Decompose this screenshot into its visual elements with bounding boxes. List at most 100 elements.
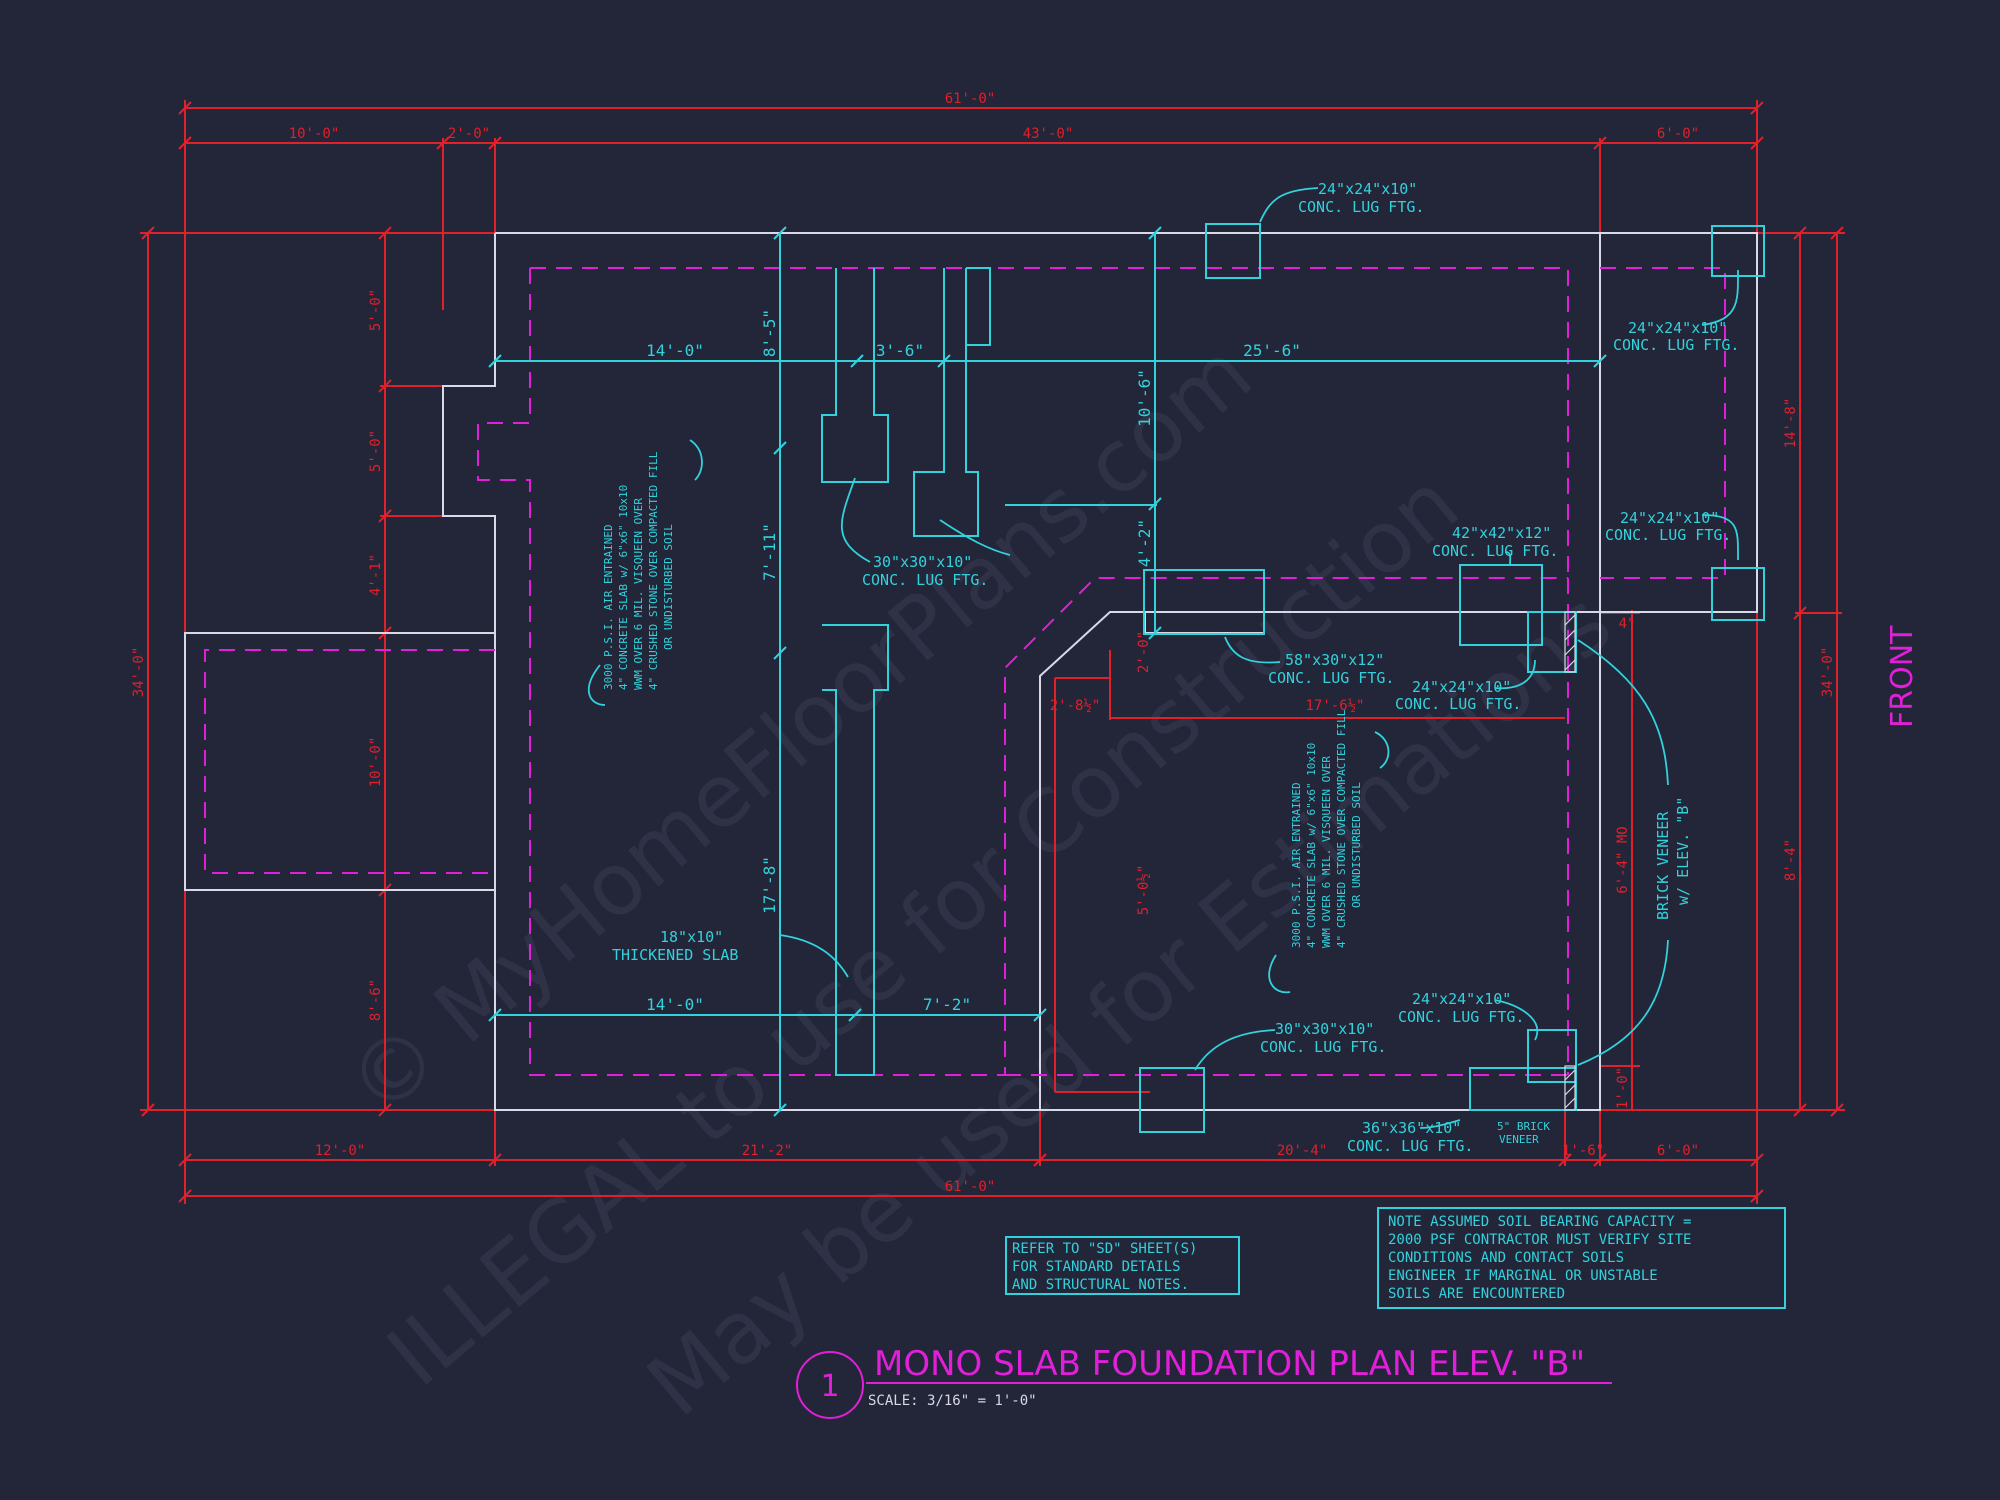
footings [821,223,1765,1133]
dim-overall-top: 61'-0" [945,91,996,107]
dim-top-seg1: 10'-0" [289,126,340,142]
soil-note-line5: SOILS ARE ENCOUNTERED [1388,1286,1565,1302]
detail-number: 1 [820,1369,839,1404]
drawing-scale: SCALE: 3/16" = 1'-0" [868,1393,1037,1409]
dim-inner-2-0: 2'-0" [1136,631,1152,673]
callout-42-line1: 42"x42"x12" [1452,524,1551,542]
dim-bottom-seg2: 21'-2" [742,1143,793,1159]
dimension-ticks [141,101,1844,1203]
brick-veneer-hatch [1564,611,1576,1111]
dim-right-seg3: 6'-4" MO [1615,826,1631,893]
slab-note-right-line3: WWM OVER 6 MIL. VISQUEEN OVER [1320,756,1333,948]
callout-thick-line2: THICKENED SLAB [612,946,738,964]
callout-30-line2: CONC. LUG FTG. [862,571,988,589]
dim-right-seg2: 8'-4" [1783,839,1799,881]
dim-inner-7-11: 7'-11" [760,523,779,581]
callout-58-line1: 58"x30"x12" [1285,651,1384,669]
callout-right-b-line2: CONC. LUG FTG. [1605,526,1731,544]
dim-top-seg4: 6'-0" [1657,126,1699,142]
slab-note-right-line1: 3000 P.S.I. AIR ENTRAINED [1290,782,1303,948]
refer-note-line2: FOR STANDARD DETAILS [1012,1259,1181,1275]
slab-note-left: 3000 P.S.I. AIR ENTRAINED 4" CONCRETE SL… [602,451,675,690]
dim-bottom-seg4: 1'-6" [1562,1143,1604,1159]
soil-note-box: NOTE ASSUMED SOIL BEARING CAPACITY = 200… [1377,1207,1786,1309]
dim-inner-7-2: 7'-2" [923,995,971,1014]
dimension-labels: 61'-0" 10'-0" 2'-0" 43'-0" 6'-0" 12'-0" … [131,91,1836,1195]
dim-inner-4-2: 4'-2" [1135,519,1154,567]
dim-inner-2-8: 2'-8½" [1050,698,1101,714]
dim-inner-3-6: 3'-6" [876,341,924,360]
slab-note-left-line1: 3000 P.S.I. AIR ENTRAINED [602,524,615,690]
footing-callouts: 24"x24"x10" CONC. LUG FTG. 24"x24"x10" C… [612,180,1739,1155]
soil-note-line3: CONDITIONS AND CONTACT SOILS [1388,1250,1624,1266]
dim-inner-10-6: 10'-6" [1135,369,1154,427]
callout-right-a-line2: CONC. LUG FTG. [1613,336,1739,354]
dim-bottom-seg3: 20'-4" [1277,1143,1328,1159]
refer-note-line1: REFER TO "SD" SHEET(S) [1012,1241,1197,1257]
callout-30b-line2: CONC. LUG FTG. [1260,1038,1386,1056]
dim-left-seg5: 8'-6" [368,979,384,1021]
callout-30b-line1: 30"x30"x10" [1275,1020,1374,1038]
foundation-walls [184,232,1758,1111]
dim-top-seg2: 2'-0" [448,126,490,142]
callout-24c-line2: CONC. LUG FTG. [1395,695,1521,713]
slab-edge-dashed [204,267,1726,1076]
dim-left-seg4: 10'-0" [368,737,384,788]
dim-bottom-seg1: 12'-0" [315,1143,366,1159]
soil-note-line1: NOTE ASSUMED SOIL BEARING CAPACITY = [1388,1214,1691,1230]
dim-top-seg3: 43'-0" [1023,126,1074,142]
refer-note-line3: AND STRUCTURAL NOTES. [1012,1277,1189,1293]
callout-right-a-line1: 24"x24"x10" [1628,319,1727,337]
slab-note-left-line5: OR UNDISTURBED SOIL [662,524,675,650]
callout-top-a-line1: 24"x24"x10" [1318,180,1417,198]
dim-left-seg3: 4'-1" [368,554,384,596]
slab-note-left-line3: WWM OVER 6 MIL. VISQUEEN OVER [632,498,645,690]
callout-24d-line1: 24"x24"x10" [1412,990,1511,1008]
dim-inner-5-0: 5'-0½" [1136,865,1152,916]
dim-right-seg1: 14'-8" [1783,398,1799,449]
dim-inner-17-8: 17'-8" [760,856,779,914]
callout-right-b-line1: 24"x24"x10" [1620,509,1719,527]
callout-30-line1: 30"x30"x10" [873,553,972,571]
internal-dimension-lines [495,233,1600,1110]
internal-dimension-ticks [488,226,1607,1117]
slab-note-left-line2: 4" CONCRETE SLAB w/ 6"x6" 10x10 [617,485,630,690]
slab-note-right: 3000 P.S.I. AIR ENTRAINED 4" CONCRETE SL… [1290,709,1363,948]
leader-lines [588,187,1739,1129]
dim-right-seg4: 1'-0" [1615,1067,1631,1109]
dim-bottom-seg5: 6'-0" [1657,1143,1699,1159]
slab-note-right-line4: 4" CRUSHED STONE OVER COMPACTED FILL [1335,709,1348,948]
dim-overall-bottom: 61'-0" [945,1179,996,1195]
dim-right-small: 4" [1619,616,1636,632]
refer-note-box: REFER TO "SD" SHEET(S) FOR STANDARD DETA… [1005,1236,1240,1295]
detail-number-circle [796,1351,864,1419]
dim-inner-25-6: 25'-6" [1243,341,1301,360]
dim-right-overall: 34'-0" [1820,647,1836,698]
dim-inner-14b: 14'-0" [646,995,704,1014]
callout-58-line2: CONC. LUG FTG. [1268,669,1394,687]
title-block: 1 MONO SLAB FOUNDATION PLAN ELEV. "B" SC… [796,1344,1612,1419]
callout-brick5-line1: 5" BRICK [1497,1120,1550,1133]
dim-inner-14a: 14'-0" [646,341,704,360]
soil-note-line2: 2000 PSF CONTRACTOR MUST VERIFY SITE [1388,1232,1691,1248]
callout-36-line2: CONC. LUG FTG. [1347,1137,1473,1155]
internal-dimension-labels: 14'-0" 3'-6" 25'-6" 14'-0" 7'-2" 8'-5" 7… [646,309,1301,1014]
callout-36-line1: 36"x36"x10" [1362,1119,1461,1137]
slab-note-right-line2: 4" CONCRETE SLAB w/ 6"x6" 10x10 [1305,743,1318,948]
front-label: FRONT [1885,625,1920,728]
dim-inner-17-6: 17'-6½" [1305,698,1364,714]
callout-top-a-line2: CONC. LUG FTG. [1298,198,1424,216]
dim-left-seg2: 5'-0" [368,430,384,472]
callout-brick-line1: BRICK VENEER [1654,811,1672,920]
callout-42-line2: CONC. LUG FTG. [1432,542,1558,560]
callout-brick-line2: w/ ELEV. "B" [1674,797,1692,905]
slab-note-right-line5: OR UNDISTURBED SOIL [1350,782,1363,908]
callout-24d-line2: CONC. LUG FTG. [1398,1008,1524,1026]
dim-left-seg1: 5'-0" [368,289,384,331]
soil-note-line4: ENGINEER IF MARGINAL OR UNSTABLE [1388,1268,1658,1284]
callout-brick5-line2: VENEER [1499,1133,1539,1146]
dim-left-overall: 34'-0" [131,647,147,698]
slab-note-left-line4: 4" CRUSHED STONE OVER COMPACTED FILL [647,451,660,690]
